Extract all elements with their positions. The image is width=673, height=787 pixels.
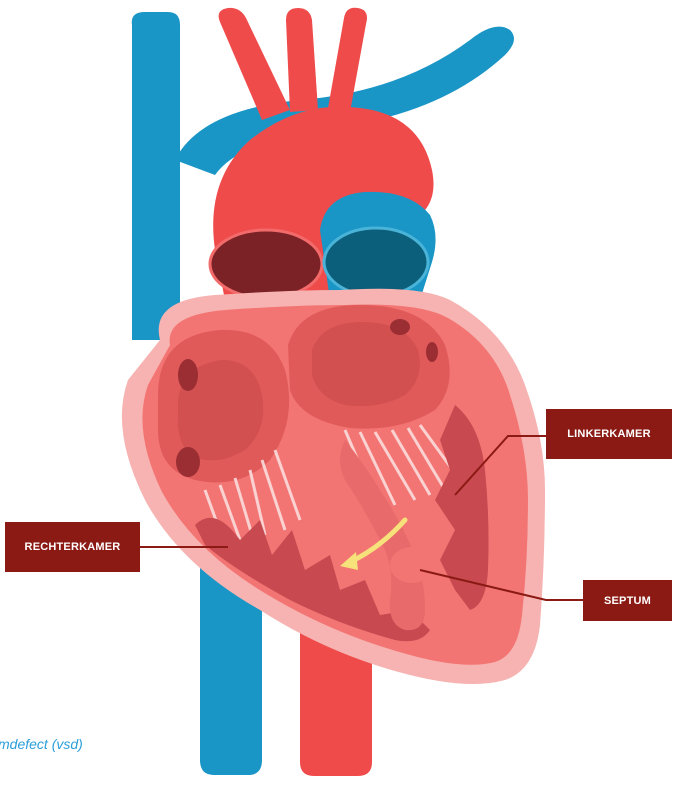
right-atrium-opening-bottom: [176, 447, 200, 477]
label-linkerkamer: LINKERKAMER: [546, 409, 672, 459]
aorta-opening: [210, 230, 322, 298]
label-septum-text: SEPTUM: [604, 595, 651, 607]
label-septum: SEPTUM: [583, 580, 672, 621]
superior-vena-cava: [132, 12, 180, 340]
aortic-branch-2: [286, 8, 318, 112]
pulmonary-opening: [324, 228, 428, 296]
pulmonary-vein-opening-2: [426, 342, 438, 362]
caption: mdefect (vsd): [0, 736, 83, 752]
label-rechterkamer: RECHTERKAMER: [5, 522, 140, 572]
label-rechterkamer-text: RECHTERKAMER: [25, 541, 121, 553]
label-linkerkamer-text: LINKERKAMER: [567, 428, 650, 440]
left-atrium-inner: [312, 322, 420, 406]
pulmonary-vein-opening-1: [390, 319, 410, 335]
right-atrium-opening-top: [178, 359, 198, 391]
aortic-branch-1: [219, 8, 290, 120]
septal-defect-bulge: [390, 547, 434, 583]
